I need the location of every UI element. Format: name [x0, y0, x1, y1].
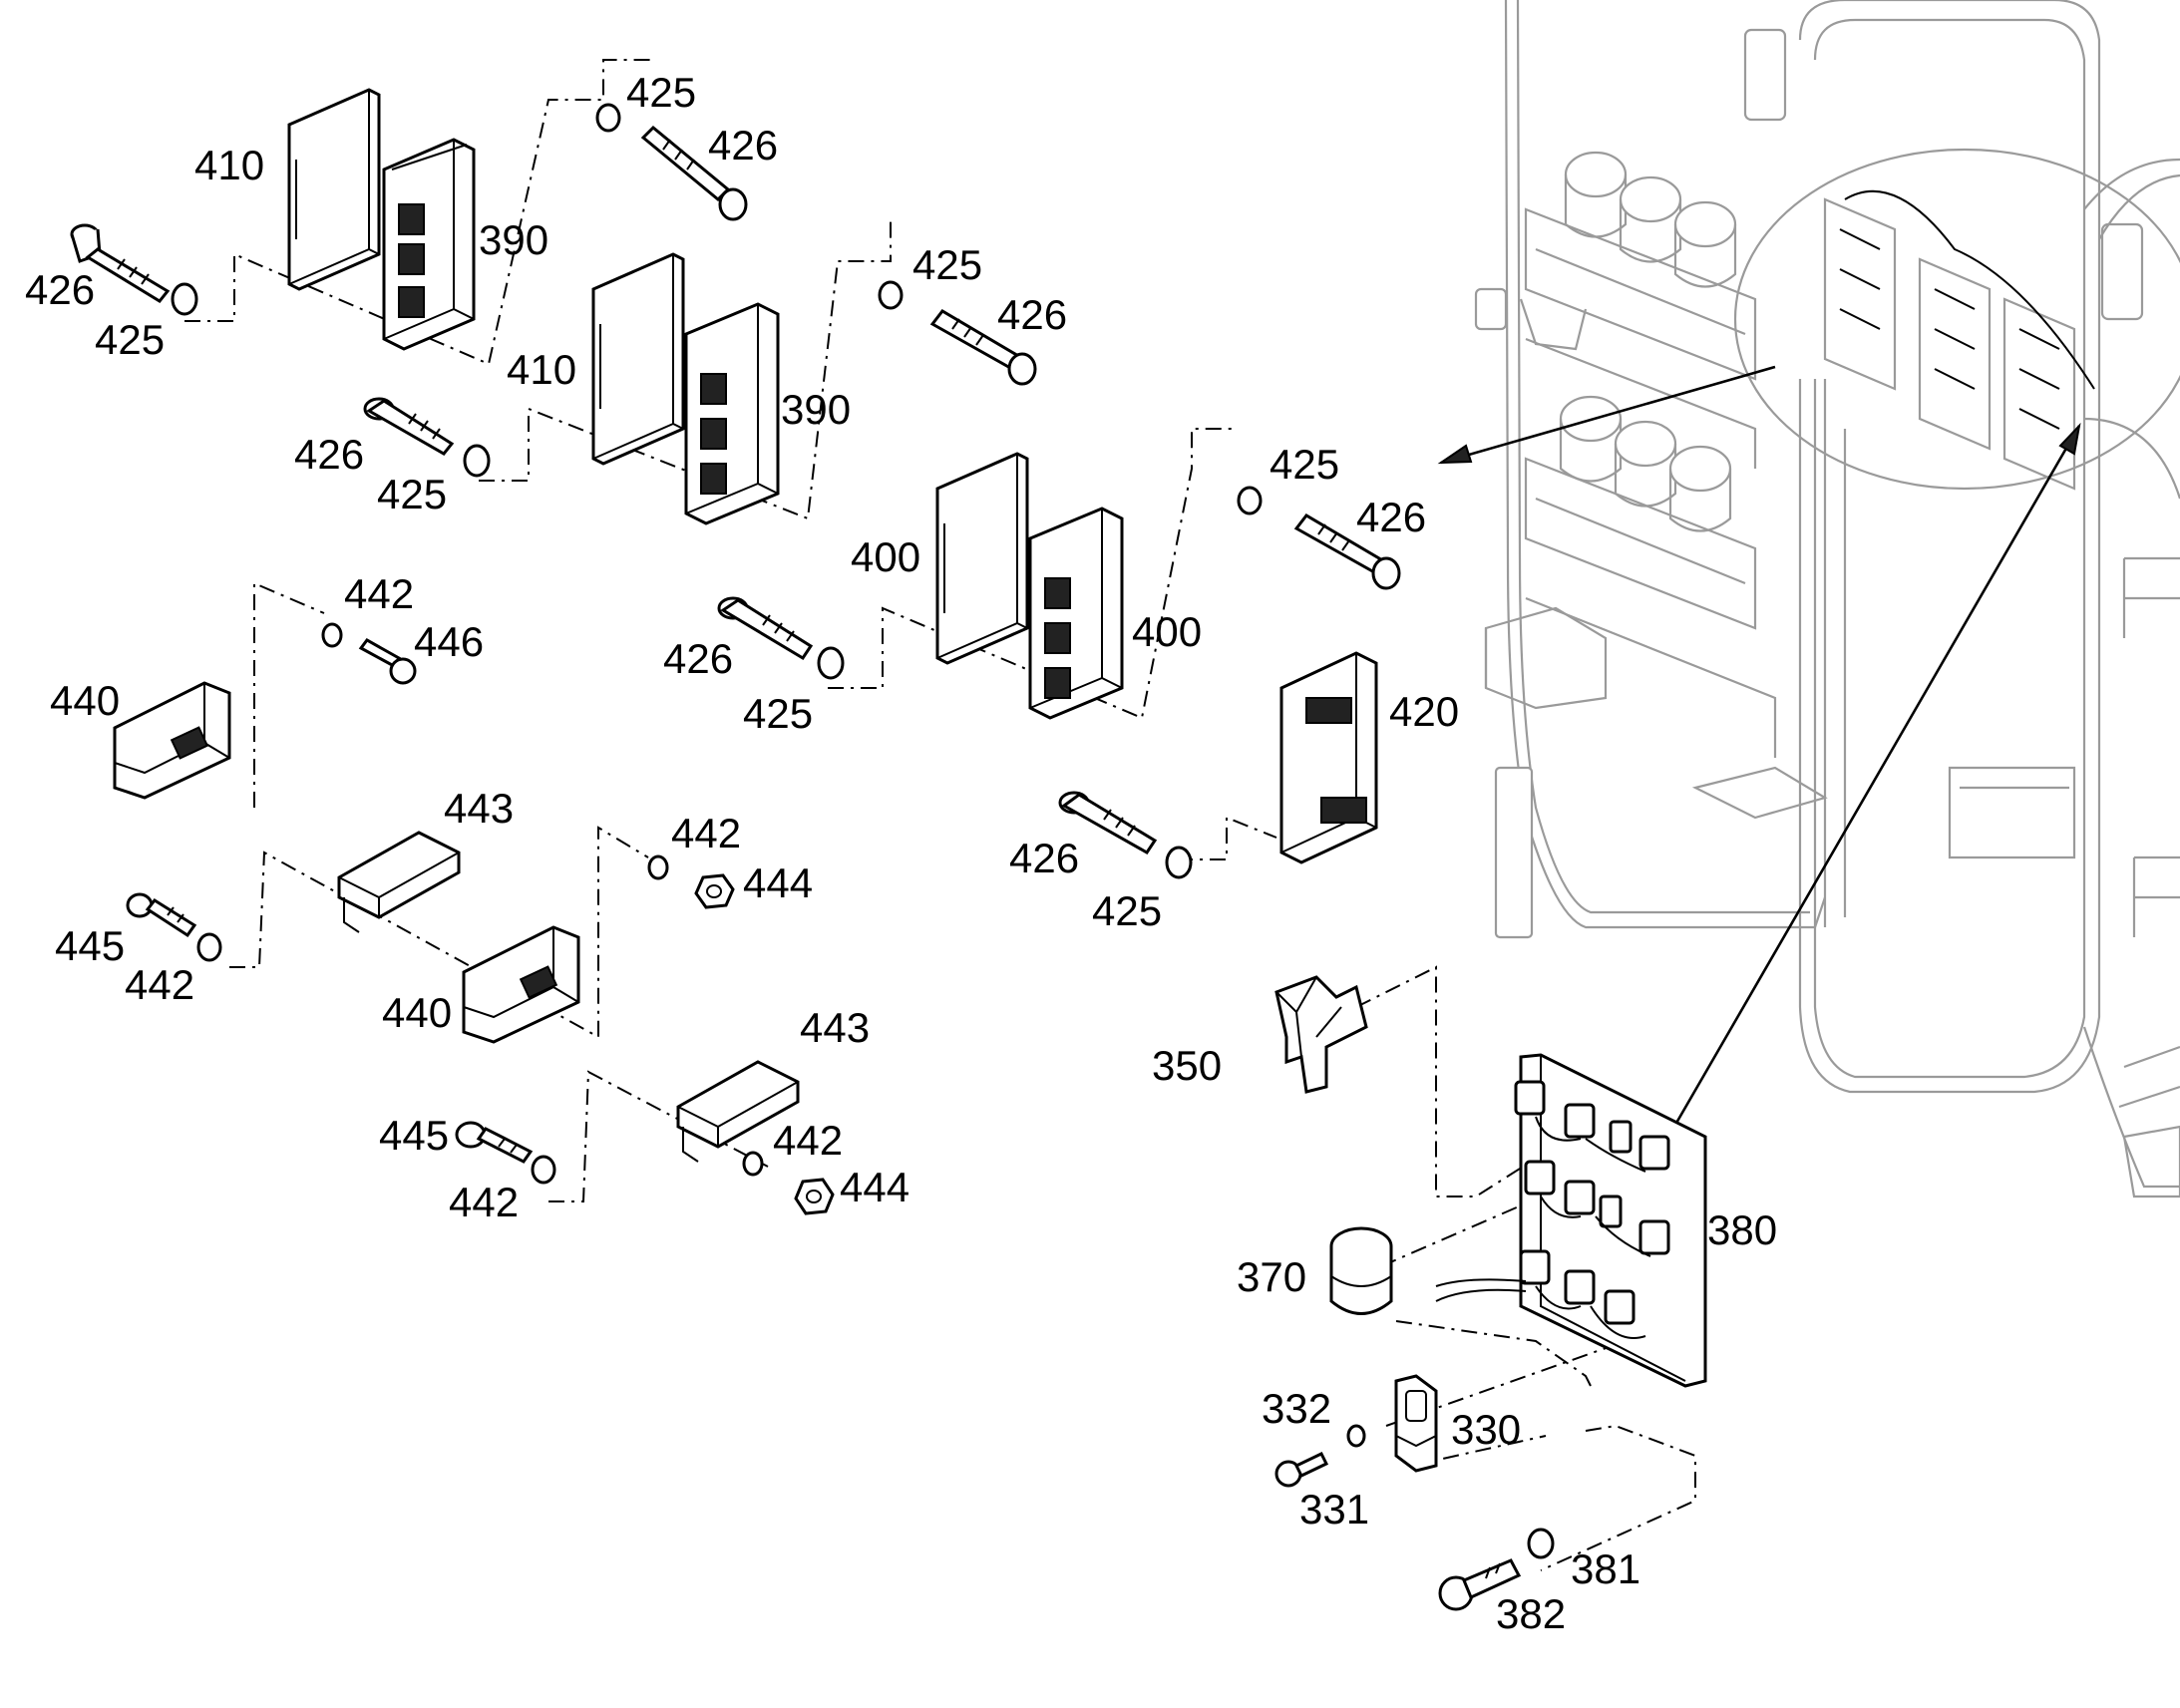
bolt-426-e [717, 596, 814, 661]
label-443-top: 443 [444, 785, 514, 832]
module-410-middle [591, 252, 685, 466]
label-380: 380 [1707, 1206, 1777, 1253]
module-390-top [382, 138, 476, 351]
washer-425-d [878, 280, 904, 310]
module-390-middle [684, 302, 780, 525]
label-426-b: 426 [708, 122, 778, 169]
washer-425-f [1237, 486, 1263, 515]
label-443-bottom: 443 [800, 1004, 870, 1051]
label-442-d: 442 [449, 1179, 519, 1225]
bracket-350 [1274, 975, 1368, 1094]
bracket-330 [1394, 1374, 1438, 1473]
bolt-426-g [1058, 791, 1158, 854]
bolt-426-d [929, 309, 1037, 386]
label-381: 381 [1571, 1545, 1640, 1592]
label-425-a: 425 [95, 316, 165, 363]
label-390-top: 390 [479, 216, 548, 263]
module-400-right [1028, 507, 1124, 720]
label-440-top: 440 [50, 677, 120, 724]
washer-442-a [321, 622, 343, 648]
bolt-445-a [126, 892, 197, 938]
label-425-e: 425 [743, 690, 813, 737]
label-426-g: 426 [1009, 835, 1079, 881]
bolt-382 [1438, 1558, 1522, 1611]
leader-lines [1437, 365, 2081, 1126]
module-420 [1279, 651, 1378, 864]
bolt-445-b [455, 1121, 534, 1164]
washer-425-b [595, 103, 621, 133]
washer-442-c [196, 932, 222, 962]
module-400-left [935, 452, 1029, 665]
label-444-b: 444 [840, 1164, 909, 1210]
label-410-middle: 410 [507, 346, 576, 393]
label-426-f: 426 [1356, 494, 1426, 540]
label-410-top: 410 [194, 142, 264, 188]
label-331: 331 [1299, 1486, 1369, 1533]
label-426-e: 426 [663, 635, 733, 682]
label-425-g: 425 [1092, 887, 1162, 934]
label-445-b: 445 [379, 1112, 449, 1159]
label-400-right: 400 [1132, 608, 1202, 655]
label-426-c: 426 [294, 431, 364, 478]
label-425-f: 425 [1270, 441, 1339, 488]
bolt-426-f [1293, 513, 1401, 590]
label-350: 350 [1152, 1042, 1222, 1089]
bolt-426-a [70, 223, 171, 303]
washer-332 [1346, 1424, 1366, 1448]
label-445-a: 445 [55, 922, 125, 969]
label-400-left: 400 [851, 533, 920, 580]
washer-425-e [817, 646, 845, 680]
washer-425-g [1165, 846, 1193, 879]
label-442-b: 442 [671, 810, 741, 856]
bolt-426-c [363, 397, 455, 456]
label-425-b: 425 [626, 69, 696, 116]
label-442-a: 442 [344, 570, 414, 617]
label-370: 370 [1237, 1253, 1306, 1300]
label-330: 330 [1451, 1406, 1521, 1453]
label-425-d: 425 [912, 241, 982, 288]
module-410-top [287, 88, 381, 291]
label-332: 332 [1262, 1385, 1331, 1432]
label-426-d: 426 [997, 291, 1067, 338]
screw-331 [1274, 1452, 1329, 1488]
label-444-a: 444 [743, 859, 813, 906]
relay-board-380 [1514, 1053, 1707, 1388]
washer-442-e [742, 1151, 764, 1177]
part-number-labels: 410 390 426 425 425 426 410 390 426 425 … [25, 69, 1777, 1637]
screw-446 [358, 638, 417, 685]
washer-442-b [647, 854, 669, 880]
washer-425-a [171, 282, 198, 316]
machine-frame-assembly [1474, 0, 2180, 1198]
label-440-middle: 440 [382, 989, 452, 1036]
label-420: 420 [1389, 688, 1459, 735]
label-446: 446 [414, 618, 484, 665]
bolt-426-b [640, 125, 748, 221]
label-442-e: 442 [773, 1117, 843, 1164]
label-425-c: 425 [377, 471, 447, 517]
connector-440-middle [462, 925, 580, 1044]
relay-370 [1329, 1226, 1527, 1315]
washer-425-c [463, 444, 491, 478]
nut-444-b [794, 1178, 835, 1215]
connector-440-top [113, 681, 231, 800]
washer-381 [1527, 1528, 1555, 1559]
nut-444-a [694, 873, 735, 909]
label-390-middle: 390 [781, 386, 851, 433]
label-382: 382 [1496, 1590, 1566, 1637]
label-426-a: 426 [25, 266, 95, 313]
washer-442-d [531, 1155, 556, 1185]
label-442-c: 442 [125, 961, 194, 1008]
connector-443-top [337, 831, 461, 933]
connector-443-bottom [676, 1060, 800, 1163]
